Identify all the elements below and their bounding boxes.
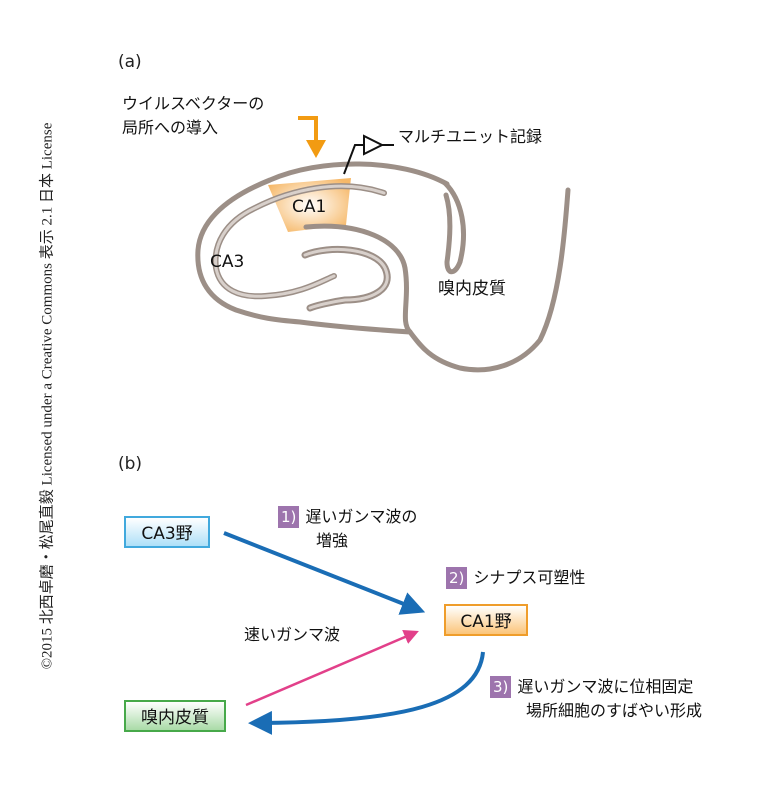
annotation-2: 2) シナプス可塑性	[446, 567, 585, 589]
region-ca1-label: CA1	[292, 197, 327, 217]
annotation-1-badge: 1)	[278, 506, 300, 528]
annotation-2-line1: シナプス可塑性	[473, 568, 586, 587]
hippocampus-outer-outline	[195, 161, 571, 373]
annotation-3-line2: 場所細胞のすばやい形成	[526, 701, 703, 720]
dentate-boundary	[303, 223, 413, 335]
region-ec-label: 嗅内皮質	[438, 279, 506, 299]
recording-electrode-icon	[343, 144, 364, 175]
node-ca3: CA3野	[124, 516, 210, 548]
node-entorhinal-cortex: 嗅内皮質	[124, 700, 226, 732]
region-ca3-label: CA3	[210, 252, 245, 272]
annotation-3-badge: 3)	[490, 676, 512, 698]
fast-gamma-label: 速いガンマ波	[244, 625, 341, 644]
injection-label-line1: ウイルスベクターの	[122, 94, 265, 113]
annotation-2-badge: 2)	[446, 567, 468, 589]
panel-b-label: (b)	[118, 454, 143, 474]
panel-a-label: (a)	[118, 52, 142, 72]
sulcus-hook	[442, 180, 466, 275]
arrow-ca3-to-ca1	[223, 531, 426, 615]
annotation-3-line1: 遅いガンマ波に位相固定	[517, 677, 694, 696]
annotation-3: 3) 遅いガンマ波に位相固定	[490, 676, 693, 698]
annotation-1-line2: 増強	[316, 531, 349, 550]
annotation-1: 1) 遅いガンマ波の	[278, 506, 417, 528]
arrow-ca1-to-ec	[248, 651, 485, 735]
injection-arrow-icon	[298, 116, 318, 140]
node-ca1: CA1野	[444, 604, 528, 636]
arrow-ec-to-ca1	[245, 630, 419, 707]
annotation-1-line1: 遅いガンマ波の	[305, 507, 418, 526]
recording-label: マルチユニット記録	[398, 127, 543, 146]
injection-label-line2: 局所への導入	[122, 118, 219, 137]
